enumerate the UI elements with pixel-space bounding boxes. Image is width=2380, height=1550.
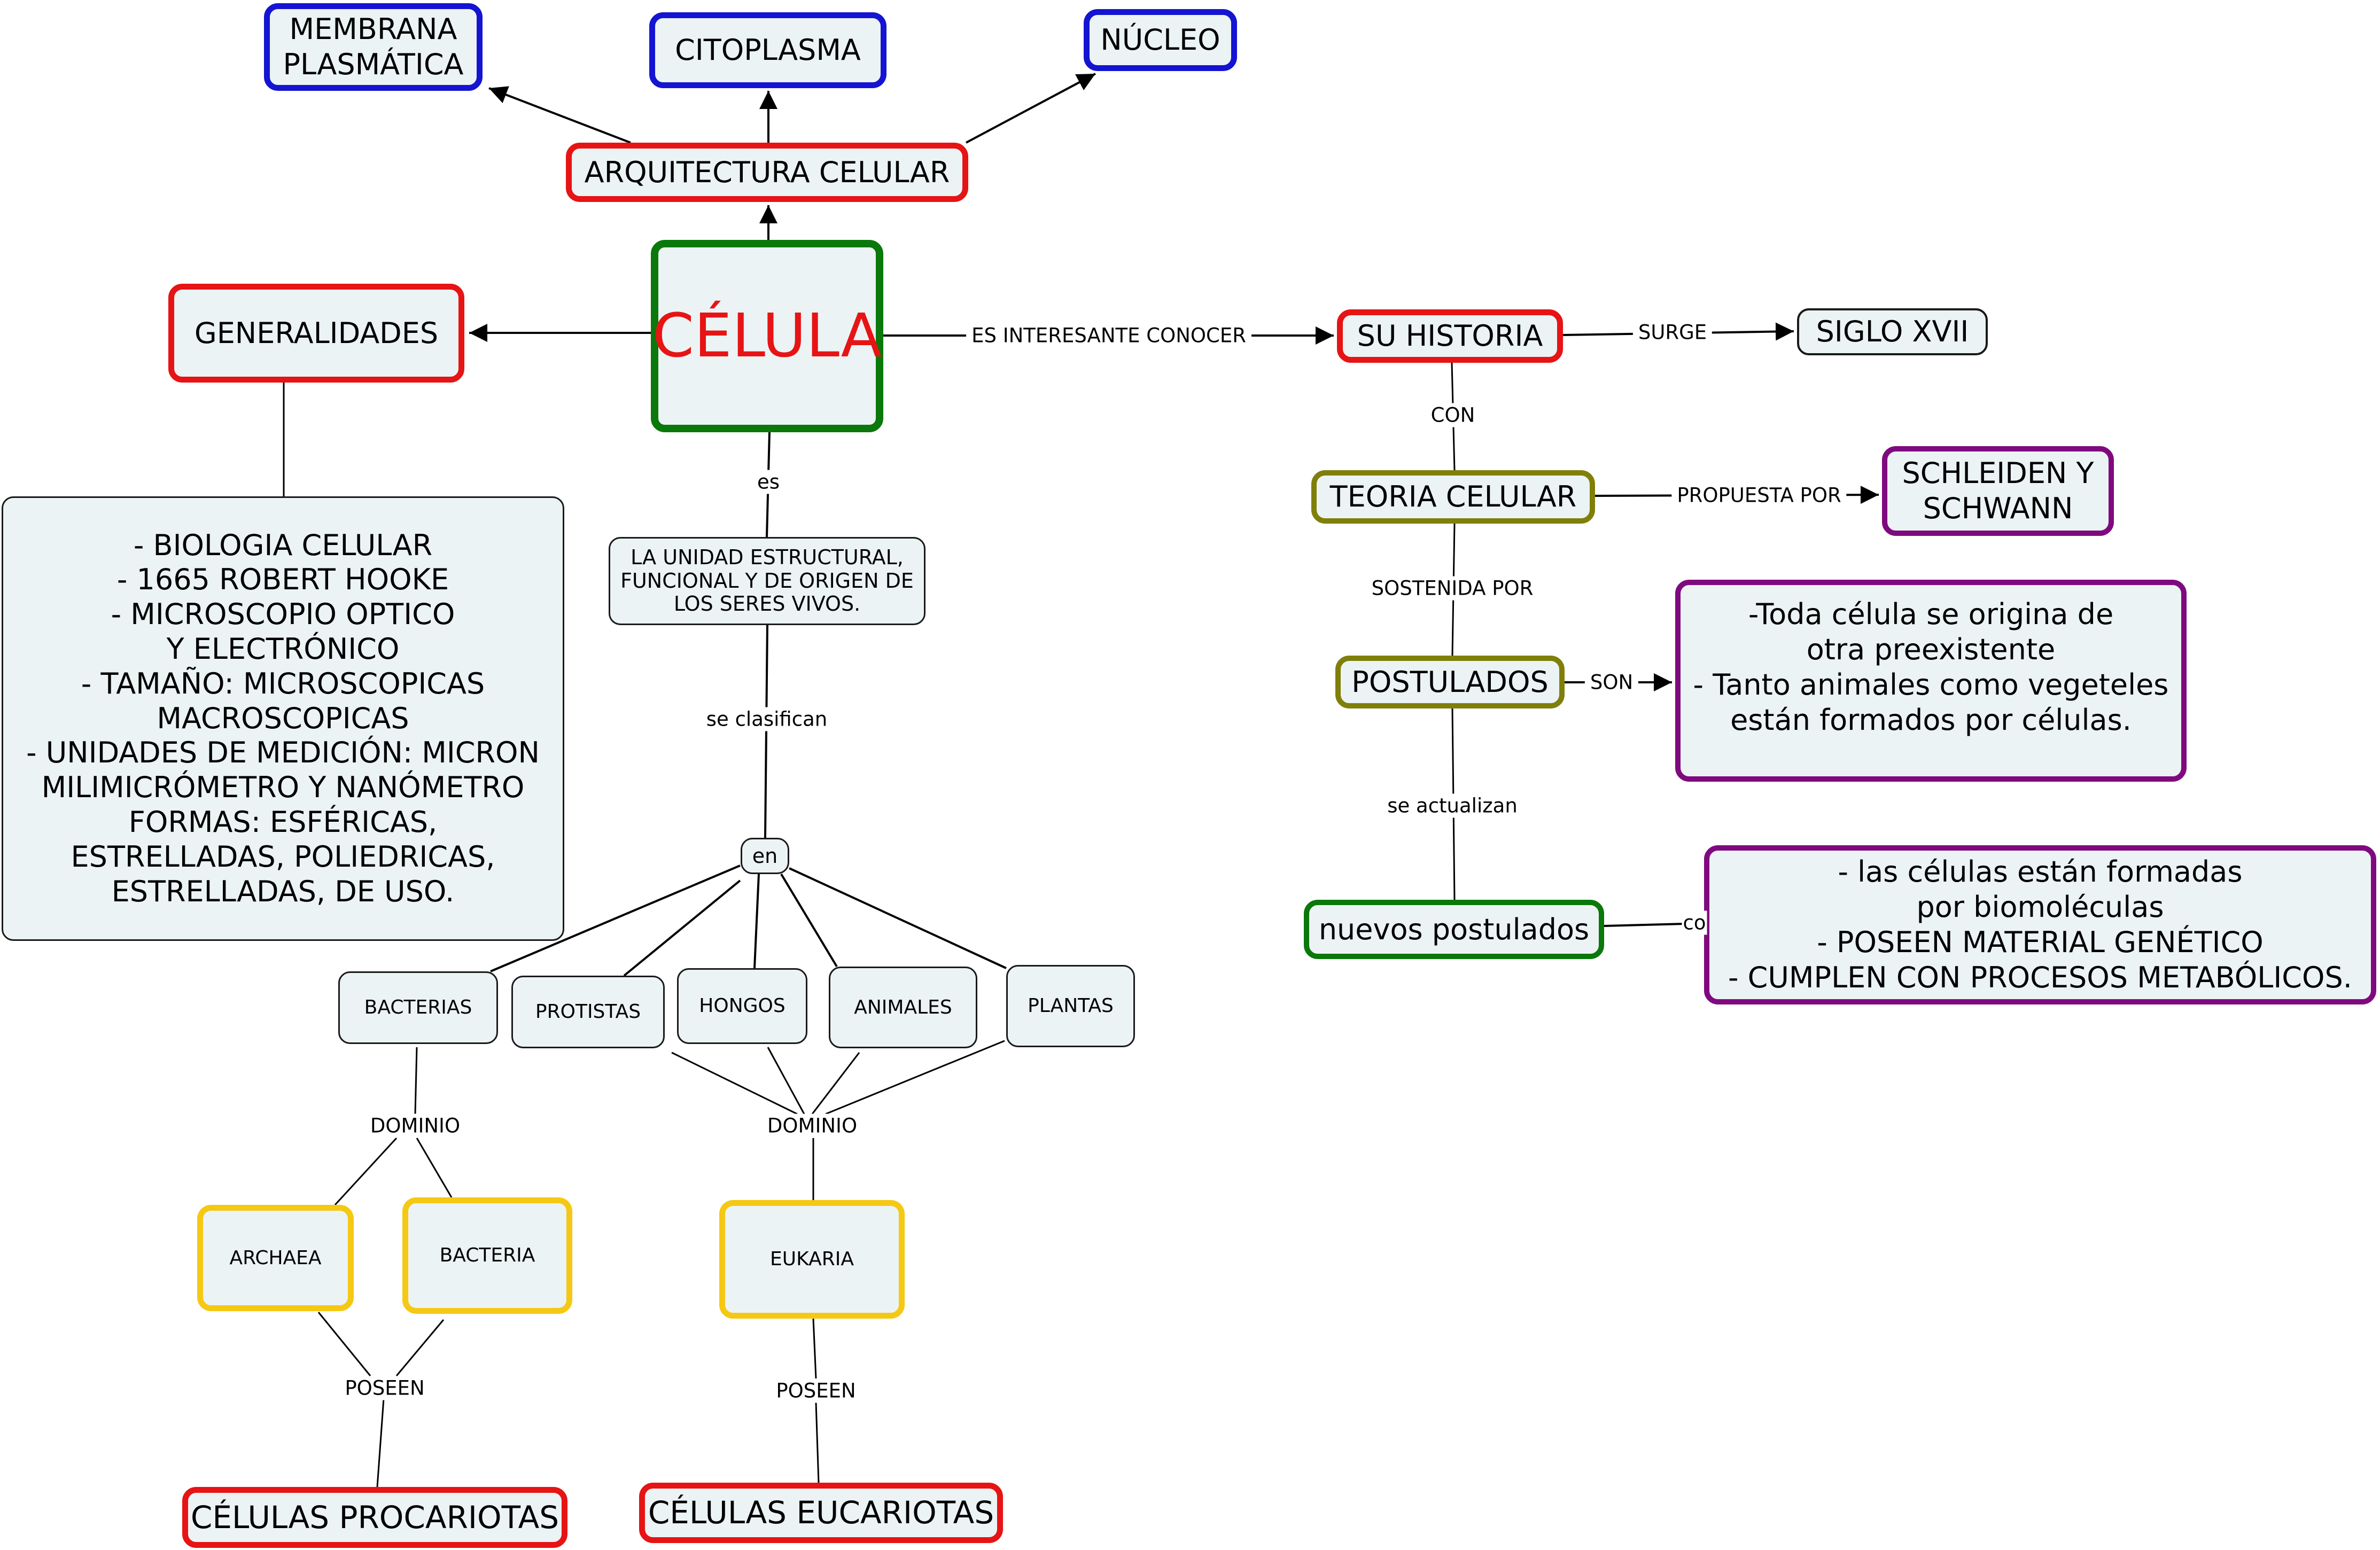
link-label-es-interesante-conocer: ES INTERESANTE CONOCER	[966, 323, 1251, 348]
node-membrana-plasmatica[interactable]: MEMBRANA PLASMÁTICA	[264, 3, 483, 91]
link-label-poseen-eukaryote: POSEEN	[771, 1378, 861, 1403]
link-label-propuesta-por: PROPUESTA POR	[1671, 483, 1847, 508]
link-label-surge: SURGE	[1632, 320, 1713, 345]
node-archaea[interactable]: ARCHAEA	[197, 1205, 354, 1311]
link-label-sostenida-por: SOSTENIDA POR	[1366, 576, 1539, 601]
link-label-poseen-prokaryote: POSEEN	[339, 1376, 430, 1400]
node-generalidades-detalle[interactable]: - BIOLOGIA CELULAR - 1665 ROBERT HOOKE -…	[2, 496, 564, 941]
node-eukaria[interactable]: EUKARIA	[719, 1200, 905, 1319]
link-en-animales	[780, 873, 838, 968]
link-bacteria-poseen	[395, 1319, 445, 1376]
node-schleiden-schwann[interactable]: SCHLEIDEN Y SCHWANN	[1882, 446, 2114, 536]
node-citoplasma[interactable]: CITOPLASMA	[649, 12, 886, 88]
node-celulas-eucariotas[interactable]: CÉLULAS EUCARIOTAS	[639, 1483, 1003, 1543]
link-hongos-dominio	[767, 1047, 805, 1115]
link-eukaria-poseen	[812, 1318, 817, 1379]
node-arquitectura-celular[interactable]: ARQUITECTURA CELULAR	[566, 143, 968, 202]
node-en[interactable]: en	[741, 838, 789, 874]
link-label-se-clasifican: se clasifican	[701, 707, 833, 731]
node-generalidades[interactable]: GENERALIDADES	[168, 284, 464, 383]
node-plantas[interactable]: PLANTAS	[1006, 965, 1135, 1047]
node-teoria-celular[interactable]: TEORIA CELULAR	[1311, 470, 1595, 524]
link-protistas-dominio	[671, 1051, 798, 1115]
link-label-es: es	[751, 470, 785, 494]
link-poseen-eucariotas	[815, 1402, 820, 1483]
link-label-co: co	[1682, 910, 1707, 935]
node-nuevos-postulados-detalle[interactable]: - las células están formadas por biomolé…	[1704, 845, 2376, 1004]
link-label-con: CON	[1425, 403, 1481, 427]
node-animales[interactable]: ANIMALES	[829, 967, 977, 1048]
node-bacteria[interactable]: BACTERIA	[402, 1197, 572, 1314]
link-en-bacterias	[490, 864, 741, 972]
node-hongos[interactable]: HONGOS	[677, 968, 807, 1044]
link-en-protistas	[623, 879, 741, 977]
node-bacterias[interactable]: BACTERIAS	[338, 971, 498, 1044]
node-nucleo[interactable]: NÚCLEO	[1084, 9, 1237, 71]
link-plantas-dominio	[825, 1040, 1005, 1115]
node-celulas-procariotas[interactable]: CÉLULAS PROCARIOTAS	[182, 1487, 567, 1548]
link-label-dominio-prokaryote: DOMINIO	[364, 1113, 466, 1138]
link-label-dominio-eukaryote: DOMINIO	[761, 1113, 863, 1138]
link-dominio-bacteria	[416, 1138, 453, 1198]
link-bacterias-dominio	[414, 1047, 418, 1115]
link-definicion-en	[764, 625, 768, 838]
link-en-plantas	[789, 867, 1007, 969]
node-su-historia[interactable]: SU HISTORIA	[1337, 309, 1563, 363]
link-arquitectura-nucleo	[966, 73, 1096, 144]
node-definicion[interactable]: LA UNIDAD ESTRUCTURAL, FUNCIONAL Y DE OR…	[609, 537, 925, 625]
node-postulados-detalle[interactable]: -Toda célula se origina de otra preexist…	[1675, 580, 2187, 782]
node-siglo-xvii[interactable]: SIGLO XVII	[1797, 308, 1988, 355]
link-dominio-archaea	[334, 1137, 398, 1206]
link-poseen-procariotas	[376, 1398, 385, 1487]
node-celula[interactable]: CÉLULA	[651, 240, 883, 432]
link-arquitectura-membrana	[488, 86, 631, 144]
link-animales-dominio	[811, 1052, 860, 1115]
node-postulados[interactable]: POSTULADOS	[1335, 656, 1565, 708]
link-archaea-poseen	[317, 1312, 371, 1376]
node-protistas[interactable]: PROTISTAS	[511, 976, 665, 1048]
link-label-son: SON	[1584, 670, 1639, 695]
link-label-se-actualizan: se actualizan	[1382, 793, 1523, 818]
link-en-hongos	[753, 874, 760, 969]
node-nuevos-postulados[interactable]: nuevos postulados	[1304, 900, 1604, 959]
